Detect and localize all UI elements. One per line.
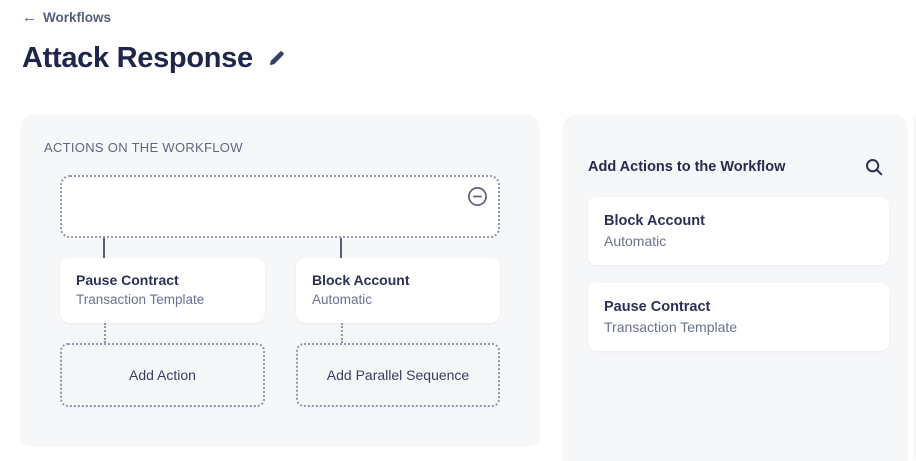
pencil-icon [267, 49, 286, 68]
workflow-canvas-panel: ACTIONS ON THE WORKFLOW Pause Contract T… [20, 115, 540, 447]
page-title: Attack Response [22, 42, 253, 74]
dotted-connector-line [104, 323, 106, 343]
library-item-pause-contract[interactable]: Pause Contract Transaction Template [588, 283, 889, 351]
page-title-row: Attack Response [22, 42, 288, 75]
edit-title-button[interactable] [265, 47, 288, 70]
add-action-button[interactable]: Add Action [60, 343, 265, 407]
node-title: Block Account [312, 272, 410, 288]
connector-line [103, 238, 105, 258]
dotted-connector-line [341, 323, 343, 343]
node-subtitle: Automatic [312, 292, 373, 307]
workflow-panel-label: ACTIONS ON THE WORKFLOW [44, 140, 243, 155]
adjacent-panel-edge [913, 115, 916, 461]
workflow-node-pause-contract[interactable]: Pause Contract Transaction Template [60, 258, 265, 323]
library-item-title: Block Account [604, 213, 705, 229]
workflow-root-node[interactable] [60, 175, 500, 238]
library-item-block-account[interactable]: Block Account Automatic [588, 197, 889, 265]
library-item-subtitle: Automatic [604, 233, 667, 249]
node-subtitle: Transaction Template [76, 292, 205, 307]
library-item-subtitle: Transaction Template [604, 319, 738, 335]
library-item-title: Pause Contract [604, 299, 711, 315]
arrow-left-icon: ← [22, 9, 37, 26]
add-actions-panel: Add Actions to the Workflow Block Accoun… [563, 115, 908, 461]
add-parallel-sequence-button[interactable]: Add Parallel Sequence [296, 343, 500, 407]
workflow-node-block-account[interactable]: Block Account Automatic [296, 258, 500, 323]
minus-circle-icon [467, 186, 488, 207]
remove-node-button[interactable] [466, 185, 488, 207]
node-title: Pause Contract [76, 272, 179, 288]
back-to-workflows-link[interactable]: ← Workflows [22, 10, 111, 25]
back-link-label: Workflows [43, 10, 112, 25]
add-actions-header: Add Actions to the Workflow [563, 115, 908, 177]
add-actions-title: Add Actions to the Workflow [588, 159, 786, 175]
search-button[interactable] [864, 157, 884, 177]
connector-line [340, 238, 342, 258]
search-icon [864, 157, 884, 177]
action-library-list: Block Account Automatic Pause Contract T… [563, 177, 908, 351]
